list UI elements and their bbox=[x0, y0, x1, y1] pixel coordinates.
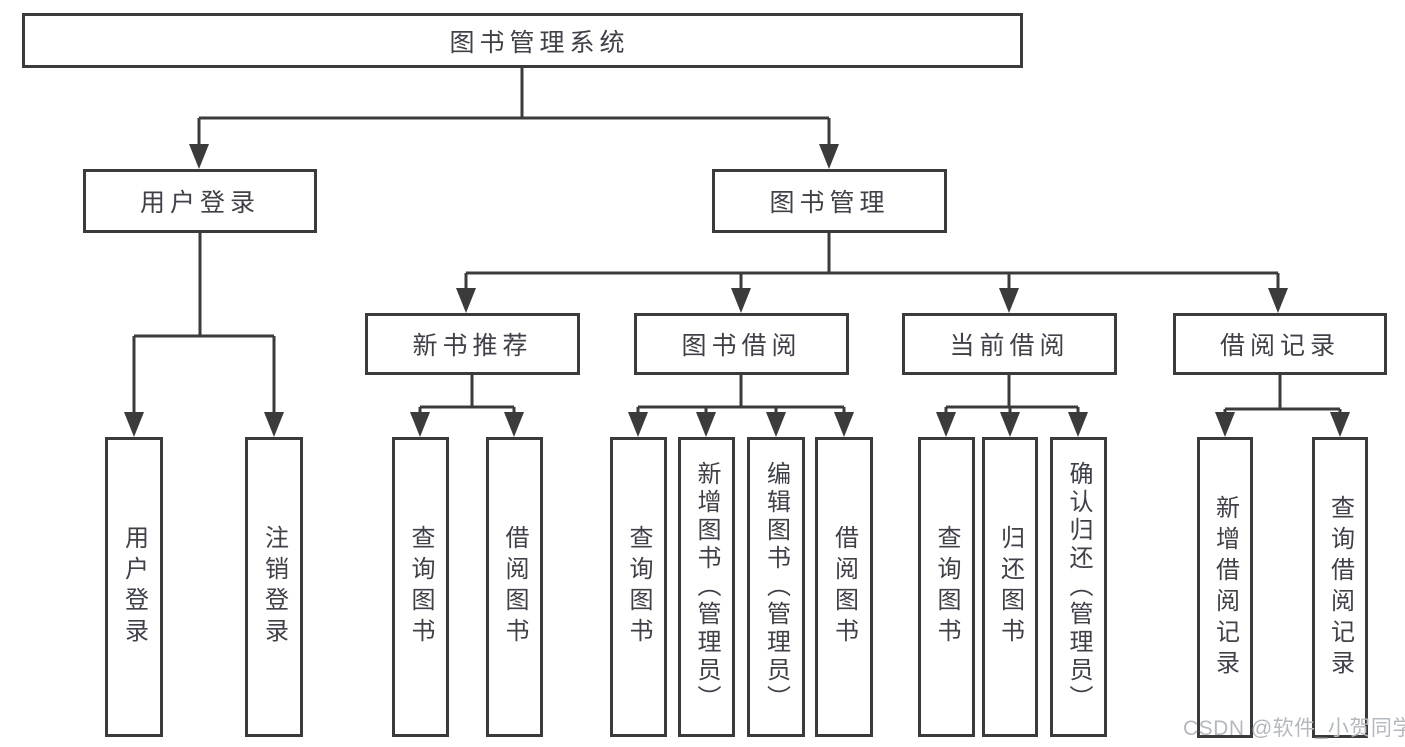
leaf-add-borrow-record: 新增借阅记录 bbox=[1197, 437, 1253, 738]
node-borrow-records: 借阅记录 bbox=[1173, 313, 1387, 375]
arrowheads bbox=[124, 144, 1350, 437]
leaf-user-login: 用户登录 bbox=[105, 437, 163, 737]
node-user-login: 用户登录 bbox=[83, 169, 317, 233]
leaf-borrow-books-recommend: 借阅图书 bbox=[486, 437, 543, 737]
leaf-return-book: 归还图书 bbox=[982, 437, 1038, 737]
node-book-borrow: 图书借阅 bbox=[634, 313, 849, 375]
leaf-logout-login: 注销登录 bbox=[245, 437, 303, 737]
node-new-book-recommend: 新书推荐 bbox=[365, 313, 580, 375]
leaf-query-books-current: 查询图书 bbox=[918, 437, 975, 737]
node-current-borrow: 当前借阅 bbox=[902, 313, 1117, 375]
leaf-edit-book-admin: 编辑图书（管理员） bbox=[747, 437, 805, 737]
leaf-borrow-books-borrow: 借阅图书 bbox=[815, 437, 873, 737]
leaf-query-books-borrow: 查询图书 bbox=[610, 437, 667, 737]
node-root: 图书管理系统 bbox=[22, 13, 1023, 68]
leaf-confirm-return-admin: 确认归还（管理员） bbox=[1050, 437, 1107, 737]
node-book-management: 图书管理 bbox=[712, 169, 947, 233]
leaf-add-book-admin: 新增图书（管理员） bbox=[678, 437, 735, 737]
leaf-query-books-recommend: 查询图书 bbox=[392, 437, 449, 737]
leaf-query-borrow-record: 查询借阅记录 bbox=[1312, 437, 1368, 738]
csdn-watermark: CSDN @软件_小贺同学 bbox=[1183, 717, 1405, 740]
